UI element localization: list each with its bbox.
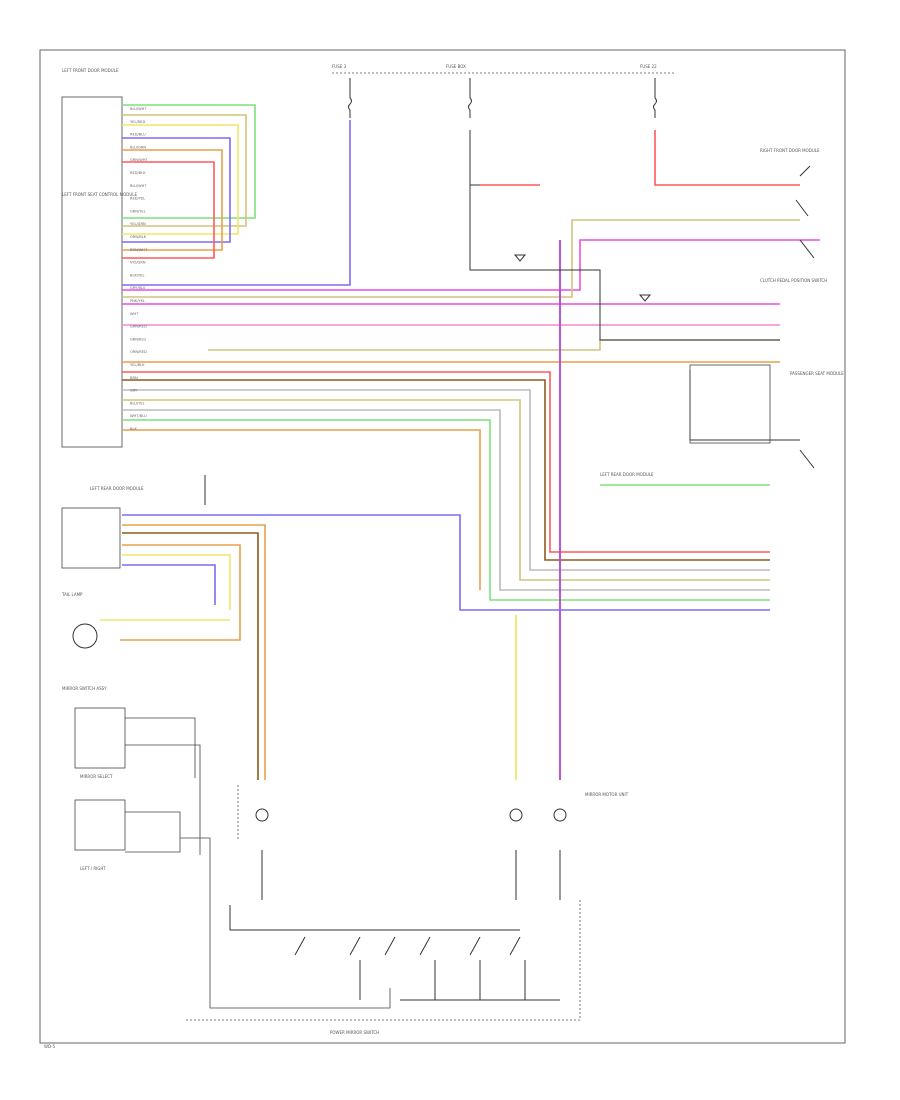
pin-label-8: RED/YEL <box>130 197 145 201</box>
motor-symbol-right <box>553 808 567 822</box>
wire-orange-lower <box>122 524 266 780</box>
pin-label-18: GRN/RED <box>130 325 147 329</box>
svg-text:MIRROR MOTOR UNIT: MIRROR MOTOR UNIT <box>585 792 629 797</box>
wire-loop-6 <box>122 161 215 259</box>
wire-loop-4 <box>122 137 231 243</box>
wire-long-6 <box>208 339 780 351</box>
pin-label-20: ORN/RED <box>130 350 147 354</box>
pin-label-3: RED/BLU <box>130 133 146 137</box>
svg-text:PASSENGER SEAT MODULE: PASSENGER SEAT MODULE <box>790 371 844 376</box>
right-side-switches: RIGHT FRONT DOOR MODULE CLUTCH PEDAL POS… <box>600 148 844 477</box>
pin-label-10: YEL/GRN <box>130 222 146 226</box>
diagram-border <box>39 49 846 1044</box>
svg-text:RIGHT FRONT DOOR MODULE: RIGHT FRONT DOOR MODULE <box>760 148 820 153</box>
svg-text:FUSE 3: FUSE 3 <box>332 64 347 69</box>
footer-code: WD-5 <box>44 1044 55 1049</box>
wire-long-1 <box>122 120 351 286</box>
ground-symbols <box>513 254 652 302</box>
pin-label-12: BRN/WHT <box>130 248 148 252</box>
pin-label-23: GRY <box>130 389 138 393</box>
motor-section: MIRROR MOTOR UNIT POWER MIRROR SWITCH <box>185 785 629 1035</box>
wire-long-3 <box>122 219 800 298</box>
wire-long-8 <box>122 371 770 553</box>
pin-label-22: BRN <box>130 376 138 380</box>
svg-text:MIRROR SELECT: MIRROR SELECT <box>80 774 113 779</box>
svg-text:LEFT FRONT SEAT CONTROL MODULE: LEFT FRONT SEAT CONTROL MODULE <box>62 192 137 197</box>
switch-row <box>294 936 521 956</box>
wire-bundle <box>100 104 820 780</box>
ground-symbol-2 <box>638 294 652 302</box>
pin-label-21: YEL/BLK <box>130 363 145 367</box>
wire-blue-lamp <box>122 564 216 605</box>
lamp-symbol <box>72 623 98 649</box>
wire-red-fuse <box>654 130 800 186</box>
svg-text:FUSE BOX: FUSE BOX <box>446 64 466 69</box>
pin-label-7: BLU/WHT <box>130 184 147 188</box>
svg-text:LEFT REAR DOOR MODULE: LEFT REAR DOOR MODULE <box>90 486 144 491</box>
svg-text:TAIL LAMP: TAIL LAMP <box>61 592 83 597</box>
wire-loop-3 <box>122 124 239 235</box>
pin-label-4: BLU/GRN <box>130 145 146 149</box>
wire-black-right <box>469 185 780 341</box>
wire-orange-lamp <box>120 544 241 641</box>
switch-symbol-mid <box>799 239 815 259</box>
pin-label-11: ORN/BLK <box>130 235 147 239</box>
svg-text:LEFT REAR DOOR MODULE: LEFT REAR DOOR MODULE <box>600 472 654 477</box>
wire-black-box <box>689 370 800 441</box>
wire-long-10 <box>122 389 770 571</box>
wire-loop-5 <box>122 149 223 251</box>
wire-long-13 <box>122 419 770 601</box>
svg-text:FUSE 22: FUSE 22 <box>640 64 657 69</box>
wire-loop-2 <box>122 114 247 227</box>
wire-long-12 <box>122 409 770 591</box>
pin-label-1: BLU/WHT <box>130 107 147 111</box>
pin-label-15: GRY/BLU <box>130 286 146 290</box>
lower-left-modules: LEFT REAR DOOR MODULE TAIL LAMP MIRROR S… <box>61 486 391 1009</box>
pin-label-16: PNK/YEL <box>130 299 145 303</box>
wire-long-2 <box>122 239 820 291</box>
svg-text:POWER MIRROR SWITCH: POWER MIRROR SWITCH <box>330 1030 379 1035</box>
wire-long-14 <box>122 429 481 590</box>
pin-label-2: YEL/RED <box>130 120 145 124</box>
pin-label-26: BLK <box>130 427 137 431</box>
ground-symbol-1 <box>513 254 527 262</box>
connector-pin-labels: BLU/WHT YEL/RED RED/BLU BLU/GRN GRN/WHT RED/B… <box>130 107 148 431</box>
pin-label-5: GRN/WHT <box>130 158 148 162</box>
svg-text:LEFT / RIGHT: LEFT / RIGHT <box>80 866 106 871</box>
switch-symbol-top <box>795 165 811 217</box>
fuse-symbol-1 <box>348 78 352 118</box>
wire-yellow-lamp <box>122 554 231 610</box>
pin-label-24: BLU/YEL <box>130 401 145 405</box>
motor-symbol-mid <box>509 808 523 822</box>
svg-text:MIRROR SWITCH ASSY: MIRROR SWITCH ASSY <box>62 686 107 691</box>
wire-long-11 <box>122 399 770 581</box>
pin-label-19: GRN/BLU <box>130 337 146 341</box>
pin-label-17: WHT <box>130 312 139 316</box>
pin-label-9: GRN/YEL <box>130 209 146 213</box>
pin-label-14: BLK/YEL <box>130 273 145 277</box>
motor-symbol-left <box>255 808 269 822</box>
wire-black-fuse <box>469 130 520 186</box>
fuse-symbol-2 <box>468 78 472 118</box>
pin-label-25: WHT/BLU <box>130 414 147 418</box>
pin-label-13: VIO/GRN <box>130 261 146 265</box>
left-top-module: LEFT FRONT DOOR MODULE LEFT FRONT SEAT C… <box>61 68 137 448</box>
wire-loop-1 <box>122 104 256 219</box>
pin-label-6: RED/BLK <box>130 171 146 175</box>
svg-text:CLUTCH PEDAL POSITION SWITCH: CLUTCH PEDAL POSITION SWITCH <box>760 278 827 283</box>
fuse-group: FUSE 3 FUSE BOX FUSE 22 <box>332 64 676 118</box>
svg-text:LEFT FRONT DOOR MODULE: LEFT FRONT DOOR MODULE <box>62 68 119 73</box>
wire-blue-lower <box>122 514 770 611</box>
switch-symbol-low <box>799 449 815 469</box>
wire-long-9 <box>122 379 770 561</box>
fuse-symbol-3 <box>653 78 657 118</box>
wire-brown-lower <box>122 532 259 780</box>
